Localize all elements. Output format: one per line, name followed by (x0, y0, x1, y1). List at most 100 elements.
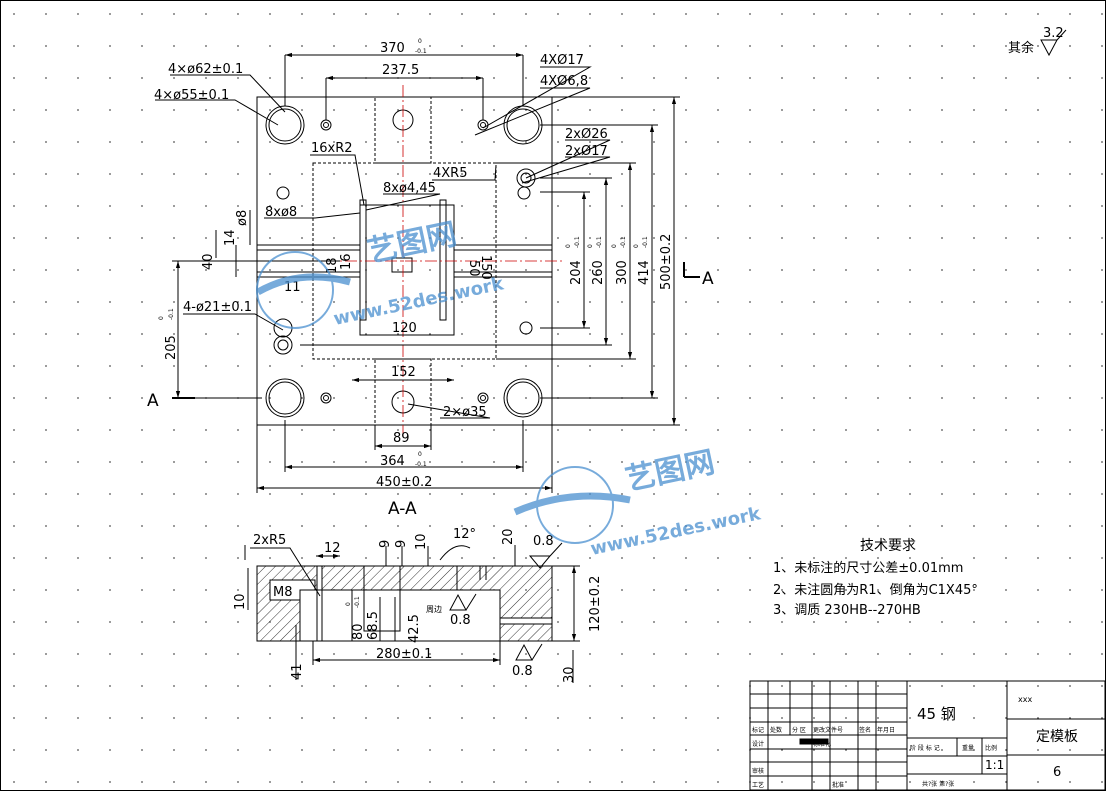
svg-text:审核: 审核 (752, 767, 764, 775)
roughness-note: 其余 3.2 (1008, 26, 1067, 57)
svg-text:8xø4,45: 8xø4,45 (383, 181, 436, 196)
tech-req-item-2: 2、未注圆角为R1、倒角为C1X45° (773, 583, 978, 598)
guide-hole-bl (265, 378, 305, 418)
svg-text:2xR5: 2xR5 (253, 533, 286, 548)
svg-text:3.2: 3.2 (1043, 26, 1064, 41)
svg-text:120: 120 (392, 321, 417, 336)
svg-text:12: 12 (324, 541, 341, 556)
svg-text:4-ø21±0.1: 4-ø21±0.1 (183, 300, 252, 315)
svg-text:9: 9 (394, 540, 409, 548)
svg-text:10: 10 (414, 533, 429, 550)
svg-text:8xø8: 8xø8 (265, 205, 297, 220)
svg-text:4XR5: 4XR5 (433, 166, 467, 181)
top-view (155, 52, 700, 493)
section-mark-right: A (702, 269, 714, 289)
svg-text:42.5: 42.5 (407, 614, 422, 643)
title-block-text: 45 钢 定模板 xxx 6 1:1 标记 处数 分 区 更改文件号 签名 年月… (752, 695, 1078, 789)
svg-text:10: 10 (233, 593, 248, 610)
svg-text:40: 40 (201, 253, 216, 270)
svg-text:300: 300 (615, 260, 630, 285)
svg-text:2xØ17: 2xØ17 (565, 144, 608, 159)
svg-text:2×ø35: 2×ø35 (443, 405, 487, 420)
svg-text:450±0.2: 450±0.2 (376, 475, 432, 490)
svg-text:ø8: ø8 (235, 210, 250, 226)
svg-text:364: 364 (380, 454, 405, 469)
svg-text:370: 370 (380, 41, 405, 56)
svg-text:41: 41 (290, 663, 305, 680)
svg-text:标记: 标记 (752, 726, 764, 734)
svg-text:标准化: 标准化 (813, 740, 831, 748)
svg-text:-0.1: -0.1 (642, 236, 649, 248)
svg-text:205: 205 (164, 335, 179, 360)
svg-text:0: 0 (587, 244, 594, 248)
tech-req-item-3: 3、调质 230HB--270HB (773, 603, 921, 618)
section-title: A-A (388, 499, 417, 519)
svg-text:-0.1: -0.1 (168, 308, 175, 320)
svg-text:500±0.2: 500±0.2 (659, 234, 674, 290)
svg-text:14: 14 (223, 229, 238, 246)
svg-text:0: 0 (345, 602, 352, 606)
svg-text:68.5: 68.5 (366, 611, 381, 640)
section-mark-left: A (147, 391, 159, 411)
svg-text:批准: 批准 (832, 781, 844, 789)
svg-text:处数: 处数 (770, 726, 782, 734)
svg-text:150: 150 (478, 255, 493, 280)
svg-text:0: 0 (611, 244, 618, 248)
svg-text:工艺: 工艺 (752, 781, 764, 789)
svg-text:18: 18 (325, 257, 340, 274)
svg-text:重量: 重量 (962, 744, 974, 752)
svg-text:签名: 签名 (859, 726, 871, 734)
svg-text:0: 0 (418, 38, 422, 45)
svg-text:更改文件号: 更改文件号 (813, 726, 843, 734)
svg-text:-0.1: -0.1 (596, 236, 603, 248)
svg-text:0.8: 0.8 (533, 534, 554, 549)
svg-text:12°: 12° (453, 527, 476, 542)
svg-text:4XØ6,8: 4XØ6,8 (540, 74, 588, 89)
svg-text:阶 段 标 记: 阶 段 标 记 (910, 744, 940, 752)
svg-text:M8: M8 (273, 585, 293, 600)
svg-text:-0.1: -0.1 (620, 236, 627, 248)
tech-req-title: 技术要求 (860, 538, 916, 554)
svg-text:分 区: 分 区 (792, 726, 806, 734)
svg-text:280±0.1: 280±0.1 (376, 647, 432, 662)
svg-text:0.8: 0.8 (450, 613, 471, 628)
svg-text:0: 0 (418, 451, 422, 458)
svg-text:4XØ17: 4XØ17 (540, 53, 584, 68)
material: 45 钢 (917, 705, 956, 723)
svg-text:共?张 第?张: 共?张 第?张 (922, 780, 954, 788)
svg-text:9: 9 (378, 540, 393, 548)
svg-text:260: 260 (591, 260, 606, 285)
svg-text:30: 30 (562, 666, 577, 683)
title-block (749, 680, 1106, 791)
svg-text:-0.1: -0.1 (415, 48, 427, 55)
svg-text:0.8: 0.8 (512, 664, 533, 679)
svg-text:-0.1: -0.1 (415, 461, 427, 468)
svg-text:120±0.2: 120±0.2 (588, 576, 603, 632)
svg-text:0: 0 (565, 244, 572, 248)
svg-text:0: 0 (158, 316, 165, 320)
section-view (244, 542, 580, 683)
scale: 1:1 (985, 758, 1004, 772)
svg-text:152: 152 (391, 365, 416, 380)
svg-text:16xR2: 16xR2 (311, 141, 353, 156)
svg-text:414: 414 (637, 260, 652, 285)
svg-text:4×ø55±0.1: 4×ø55±0.1 (154, 88, 229, 103)
svg-text:比例: 比例 (985, 744, 997, 752)
svg-text:16: 16 (339, 253, 354, 270)
svg-text:0: 0 (633, 244, 640, 248)
svg-text:4×ø62±0.1: 4×ø62±0.1 (168, 62, 243, 77)
svg-text:年月日: 年月日 (877, 726, 895, 734)
svg-text:周边: 周边 (426, 604, 442, 614)
svg-text:2xØ26: 2xØ26 (565, 127, 608, 142)
tech-req-item-1: 1、未标注的尺寸公差±0.01mm (773, 560, 963, 576)
svg-text:20: 20 (501, 528, 516, 545)
sheet-number: 6 (1053, 765, 1061, 780)
svg-text:89: 89 (393, 431, 410, 446)
svg-text:-0.1: -0.1 (574, 236, 581, 248)
tech-requirements: 技术要求 1、未标注的尺寸公差±0.01mm 2、未注圆角为R1、倒角为C1X4… (773, 538, 978, 618)
svg-text:237.5: 237.5 (382, 63, 419, 78)
drawing-number: xxx (1018, 695, 1032, 704)
svg-text:50: 50 (466, 260, 481, 277)
